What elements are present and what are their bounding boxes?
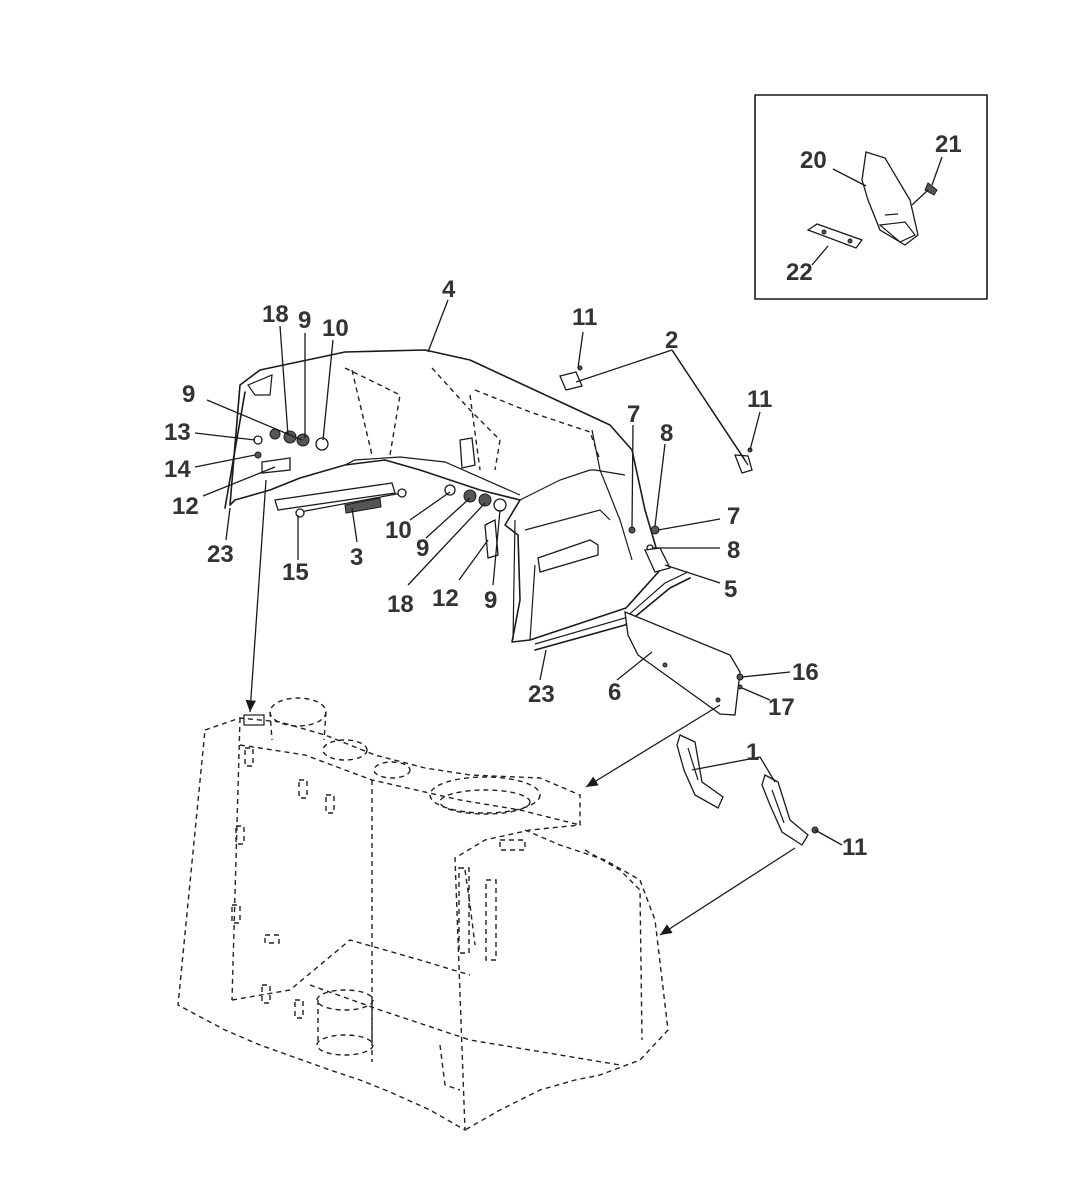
- callout-6: 6: [608, 679, 621, 706]
- callout-18-middle: 18: [387, 591, 414, 618]
- hood-handle: [537, 539, 599, 573]
- callout-18-top: 18: [262, 301, 289, 328]
- callout-9-left: 9: [182, 381, 195, 408]
- right-hardware-stack: [444, 484, 507, 559]
- callout-9-bottom: 9: [484, 587, 497, 614]
- latch-handle-right: [761, 774, 819, 846]
- bolt-part: [911, 182, 938, 206]
- latch-bracket-part: [861, 151, 919, 246]
- callout-14: 14: [164, 456, 191, 483]
- callout-9-top: 9: [298, 307, 311, 334]
- callout-11-right: 11: [747, 386, 772, 413]
- gas-strut-part: [274, 482, 407, 518]
- callout-17: 17: [768, 694, 795, 721]
- callout-20: 20: [800, 147, 827, 174]
- tractor-body-outline: [177, 697, 669, 1132]
- leader-lines: [194, 299, 843, 936]
- callout-8-right: 8: [727, 537, 740, 564]
- callout-11-top: 11: [572, 304, 597, 331]
- callout-15: 15: [282, 559, 309, 586]
- callout-21: 21: [935, 131, 962, 158]
- callout-9-middle: 9: [416, 535, 429, 562]
- seal-strip-lower: [534, 571, 691, 651]
- pin-parts: [559, 365, 753, 474]
- callout-7-top: 7: [627, 401, 640, 428]
- latch-handle-left: [676, 734, 724, 809]
- callout-23-left: 23: [207, 541, 234, 568]
- callout-10-middle: 10: [385, 517, 412, 544]
- hinge-bracket: [459, 437, 476, 469]
- callout-12-middle: 12: [432, 585, 459, 612]
- callout-1: 1: [746, 739, 759, 766]
- callout-8-top: 8: [660, 420, 673, 447]
- seal-strip-left: [224, 391, 246, 509]
- callout-labels: 1 2 3 4 5 6 7 7 8 8 9 9 9 9 10 10 11 11 …: [164, 131, 962, 861]
- callout-13: 13: [164, 419, 191, 446]
- right-latch-parts: [628, 525, 671, 573]
- plate-part: [806, 223, 864, 249]
- callout-2: 2: [665, 327, 678, 354]
- callout-16: 16: [792, 659, 819, 686]
- callout-22: 22: [786, 259, 813, 286]
- callout-3: 3: [350, 544, 363, 571]
- callout-5: 5: [724, 576, 737, 603]
- hood-assembly: [229, 349, 663, 643]
- callout-7-right: 7: [727, 503, 740, 530]
- callout-23-bottom: 23: [528, 681, 555, 708]
- side-panel-part: [624, 610, 744, 716]
- callout-4: 4: [442, 276, 456, 303]
- callout-12-left: 12: [172, 493, 199, 520]
- callout-10-top: 10: [322, 315, 349, 342]
- callout-11-bottom: 11: [842, 834, 867, 861]
- inset-detail-box: [754, 94, 988, 300]
